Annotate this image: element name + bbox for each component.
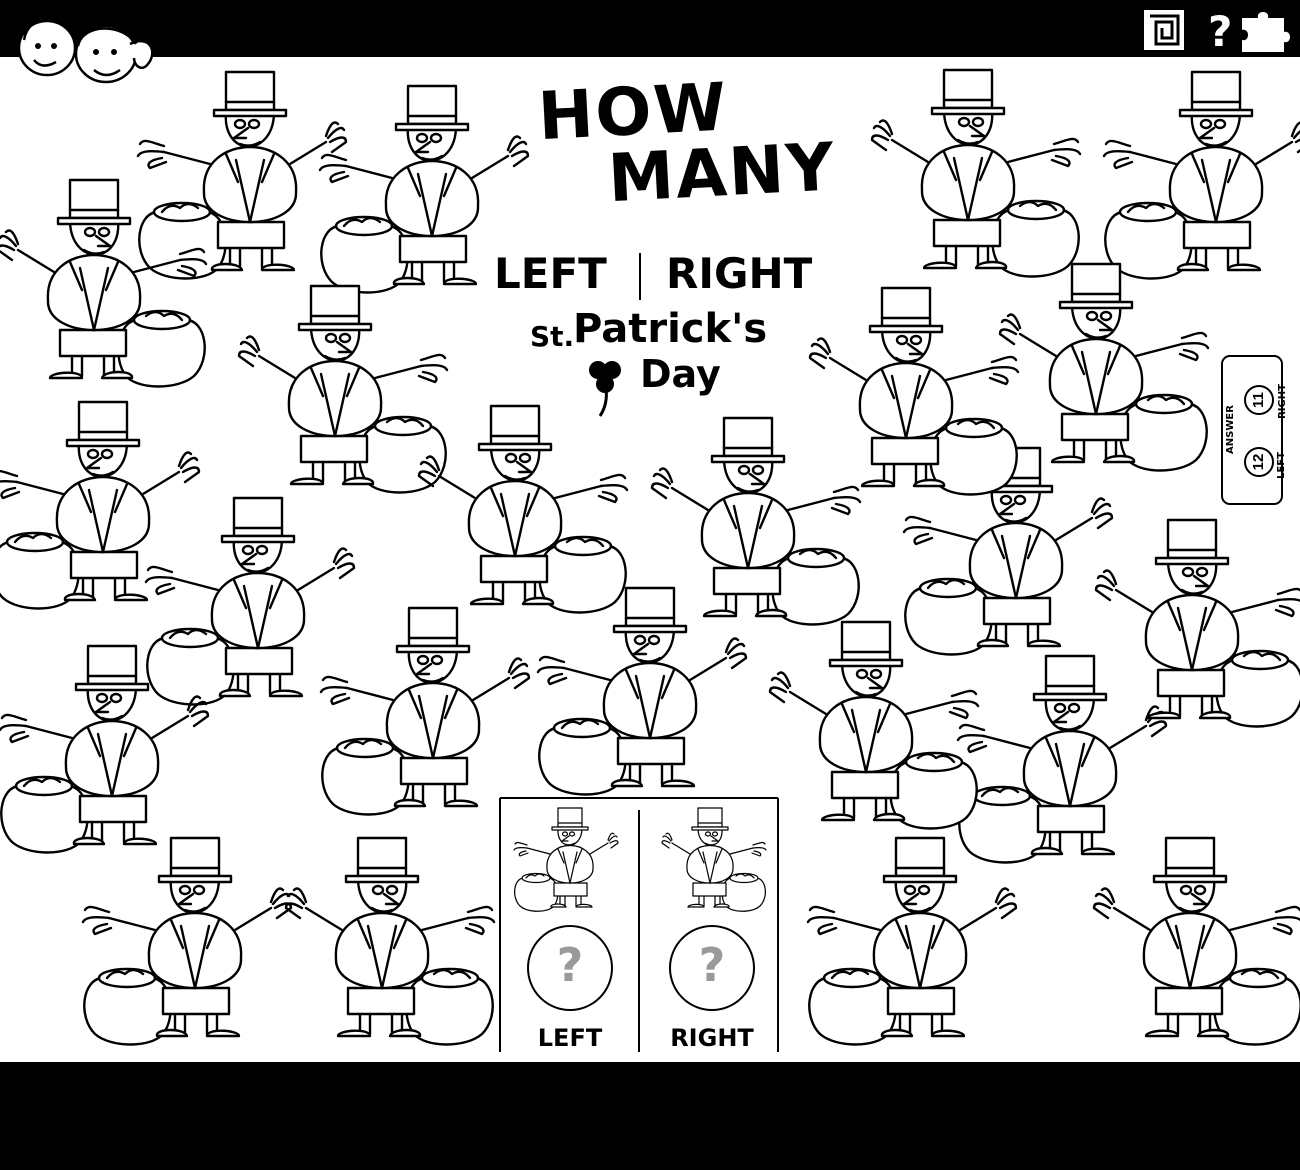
top-black-band bbox=[0, 0, 1300, 57]
leprechaun-figures-left-facing bbox=[0, 70, 1300, 1046]
panel-left-label: LEFT bbox=[537, 1024, 603, 1052]
question-icon: ? bbox=[1208, 7, 1232, 52]
puzzle-piece-icon bbox=[1242, 12, 1290, 52]
counting-panels bbox=[499, 797, 779, 1052]
bottom-black-band bbox=[0, 1062, 1300, 1170]
answer-left-label: LEFT bbox=[1275, 452, 1287, 479]
shamrock-icon bbox=[589, 361, 621, 417]
left-question-mark: ? bbox=[556, 938, 584, 992]
right-question-mark: ? bbox=[698, 938, 726, 992]
top-toolbar-icons: ? bbox=[1144, 7, 1290, 52]
maze-icon bbox=[1144, 10, 1184, 50]
right-answer-circle bbox=[669, 925, 755, 1011]
left-answer-circle bbox=[527, 925, 613, 1011]
answer-right-label: RIGHT bbox=[1276, 384, 1288, 419]
subtitle-right: RIGHT bbox=[666, 249, 813, 298]
answer-right-value: 11 bbox=[1250, 392, 1267, 408]
sample-leprechaun-right bbox=[662, 808, 766, 911]
kids-faces-logo-icon bbox=[17, 16, 154, 84]
title-many: MANY bbox=[606, 128, 838, 218]
sample-leprechaun-left bbox=[513, 807, 619, 912]
panel-right-label: RIGHT bbox=[670, 1024, 754, 1052]
theme-name: Patrick's bbox=[573, 306, 768, 352]
svg-text:?: ? bbox=[1208, 7, 1232, 52]
subtitle-left: LEFT bbox=[494, 249, 607, 298]
answer-label: ANSWER bbox=[1224, 405, 1236, 454]
theme-day: Day bbox=[640, 352, 721, 396]
theme-prefix: St. bbox=[530, 320, 575, 353]
answer-left-value: 12 bbox=[1250, 453, 1267, 471]
answer-box bbox=[1221, 355, 1283, 505]
